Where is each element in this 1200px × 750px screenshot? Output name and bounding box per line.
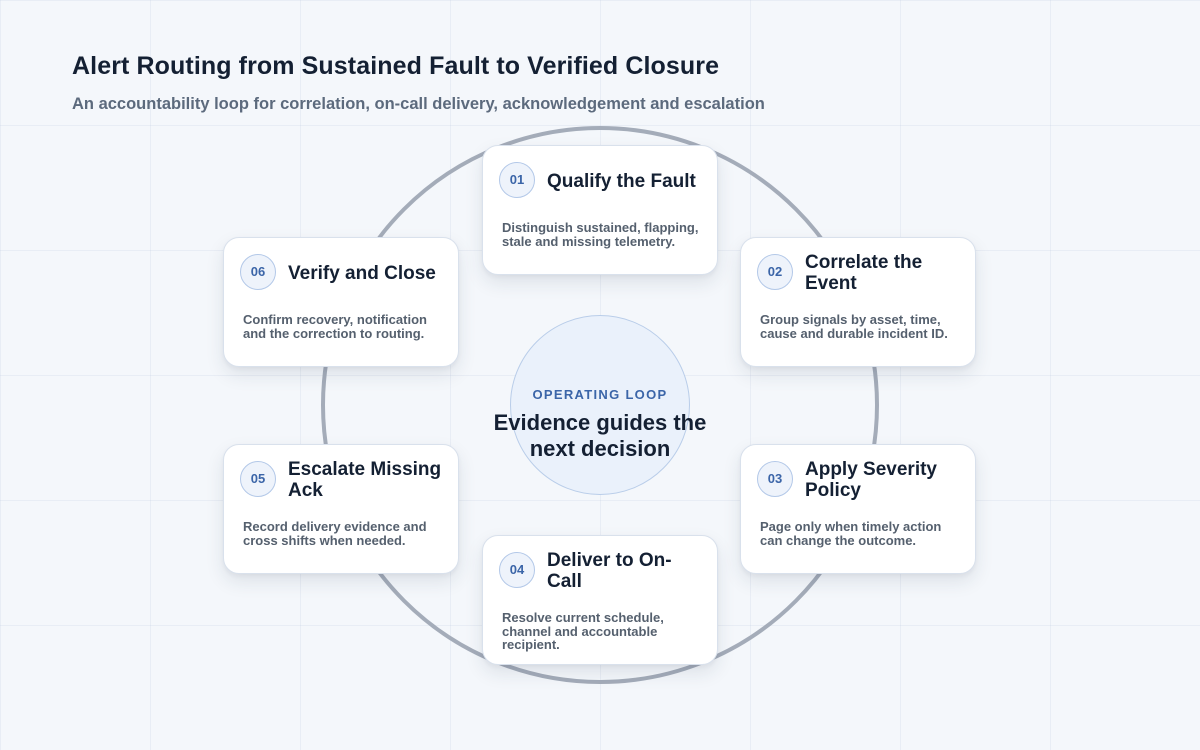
step-description: Confirm recovery, notification and the c… xyxy=(243,312,427,341)
step-number-badge: 06 xyxy=(240,254,276,290)
step-title: Apply Severity Policy xyxy=(805,459,937,501)
hub-label: OPERATING LOOP xyxy=(532,387,668,402)
step-description: Group signals by asset, time, cause and … xyxy=(760,312,948,341)
step-number-badge: 03 xyxy=(757,461,793,497)
step-card-qualify-fault[interactable]: 01 Qualify the Fault Distinguish sustain… xyxy=(482,145,718,275)
step-card-correlate-event[interactable]: 02 Correlate the Event Group signals by … xyxy=(740,237,976,367)
operating-loop-hub: OPERATING LOOP Evidence guides the next … xyxy=(494,315,706,495)
step-number-badge: 01 xyxy=(499,162,535,198)
step-number-badge: 04 xyxy=(499,552,535,588)
step-title: Escalate Missing Ack xyxy=(288,459,442,501)
loop-ring xyxy=(321,126,879,684)
step-number-badge: 02 xyxy=(757,254,793,290)
step-description: Resolve current schedule, channel and ac… xyxy=(502,610,664,652)
step-description: Page only when timely action can change … xyxy=(760,519,942,548)
hub-text: Evidence guides the next decision xyxy=(493,410,707,461)
step-title: Verify and Close xyxy=(288,262,436,284)
page-title: Alert Routing from Sustained Fault to Ve… xyxy=(72,52,720,80)
step-card-escalate-missing-ack[interactable]: 05 Escalate Missing Ack Record delivery … xyxy=(223,444,459,574)
page-subtitle: An accountability loop for correlation, … xyxy=(72,95,765,113)
step-title: Correlate the Event xyxy=(805,252,923,294)
header: Alert Routing from Sustained Fault to Ve… xyxy=(72,52,765,114)
step-card-verify-close[interactable]: 06 Verify and Close Confirm recovery, no… xyxy=(223,237,459,367)
step-title: Qualify the Fault xyxy=(547,170,696,192)
step-title: Deliver to On-Call xyxy=(547,550,672,592)
step-card-deliver-on-call[interactable]: 04 Deliver to On-Call Resolve current sc… xyxy=(482,535,718,665)
step-number-badge: 05 xyxy=(240,461,276,497)
step-description: Record delivery evidence and cross shift… xyxy=(243,519,427,548)
step-card-apply-severity-policy[interactable]: 03 Apply Severity Policy Page only when … xyxy=(740,444,976,574)
step-description: Distinguish sustained, flapping, stale a… xyxy=(502,220,699,249)
